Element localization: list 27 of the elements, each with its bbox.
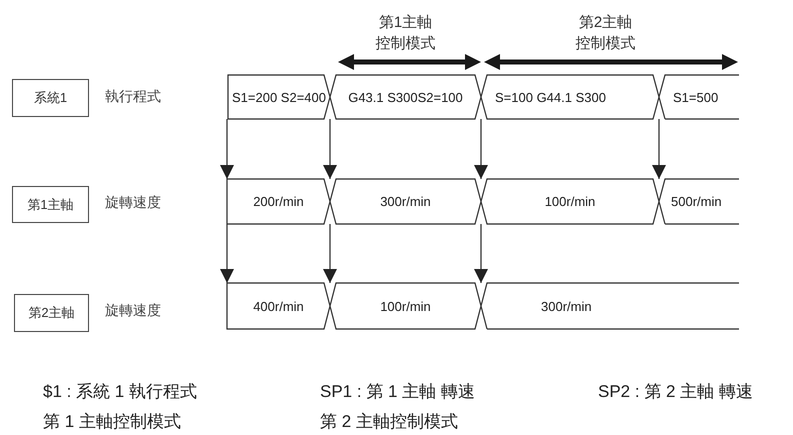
legend-note: SP1 : 第 1 主軸 轉速 bbox=[320, 381, 475, 403]
legend-note: 第 1 主軸控制模式 bbox=[43, 411, 181, 433]
signal-name: 旋轉速度 bbox=[105, 302, 161, 320]
mode-label: 第2主軸控制模式 bbox=[574, 13, 636, 54]
timing-segment: G43.1 S300S2=100 bbox=[330, 75, 481, 119]
timing-segment: 100r/min bbox=[481, 179, 659, 224]
signal-name: 執行程式 bbox=[105, 88, 161, 106]
legend-note: 第 2 主軸控制模式 bbox=[320, 411, 458, 433]
timing-segment: 300r/min bbox=[481, 283, 739, 329]
signal-box: 第2主軸 bbox=[14, 294, 89, 332]
timing-segment: 100r/min bbox=[330, 283, 481, 329]
timing-segment: S1=500 bbox=[659, 75, 739, 119]
arrow bbox=[220, 224, 234, 283]
timing-segment: S1=200 S2=400 bbox=[228, 75, 330, 119]
timing-segment: 400r/min bbox=[227, 283, 330, 329]
legend-note: $1 : 系統 1 執行程式 bbox=[43, 381, 197, 403]
timing-segment: 300r/min bbox=[330, 179, 481, 224]
legend-note: SP2 : 第 2 主軸 轉速 bbox=[598, 381, 753, 403]
timing-segment: S=100 G44.1 S300 bbox=[481, 75, 659, 119]
mode-label: 第1主軸控制模式 bbox=[374, 13, 436, 54]
arrow bbox=[652, 119, 666, 179]
signal-box: 第1主軸 bbox=[12, 186, 89, 223]
timing-segment: 500r/min bbox=[659, 179, 739, 224]
arrow bbox=[220, 119, 234, 179]
signal-name: 旋轉速度 bbox=[105, 194, 161, 212]
timing-segment: 200r/min bbox=[227, 179, 330, 224]
signal-box: 系統1 bbox=[12, 79, 89, 117]
